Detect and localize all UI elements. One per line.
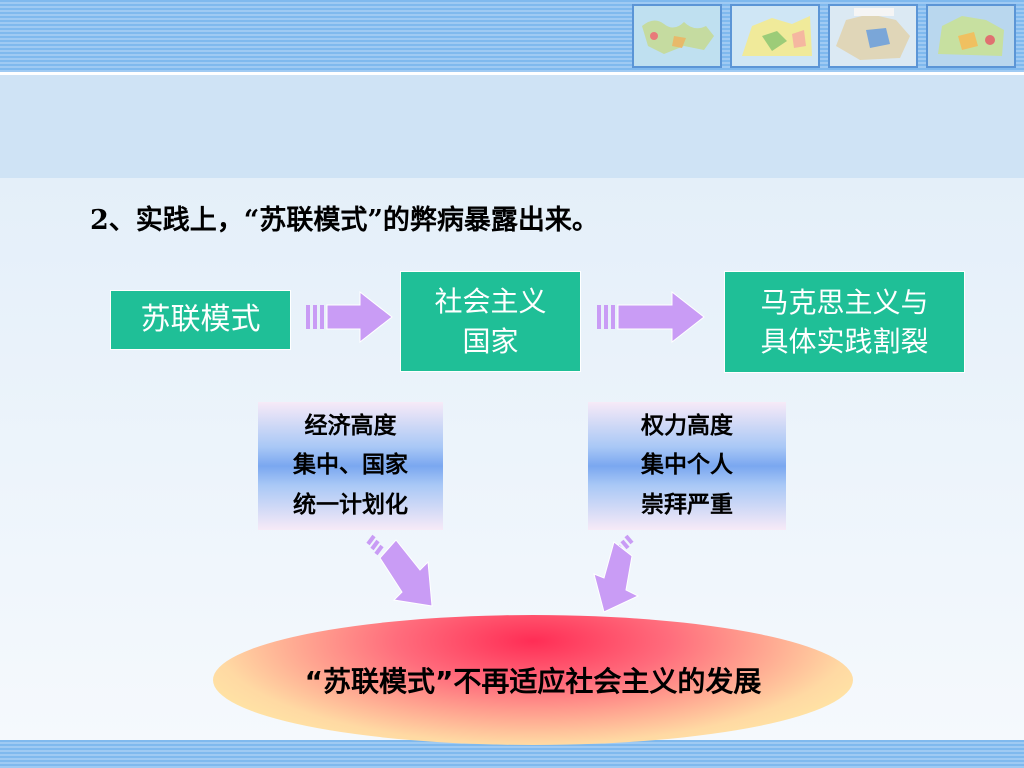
economic-line-3: 统一计划化: [293, 491, 408, 518]
map-thumbnail-europe: [730, 4, 820, 68]
map-thumbnail-region-icon: [928, 6, 1014, 66]
box-power-centralization: 权力高度 集中个人 崇拜严重: [588, 402, 786, 530]
down-left-arrow-icon: [593, 534, 640, 613]
power-line-3: 崇拜严重: [641, 491, 733, 518]
conclusion-text: “苏联模式”不再适应社会主义的发展: [304, 665, 762, 698]
right-arrow-icon-2: [597, 290, 705, 344]
box-marxism-split-line2: 具体实践割裂: [760, 325, 929, 358]
map-thumbnail-asia: [828, 4, 918, 68]
power-line-2: 集中个人: [641, 452, 733, 479]
title-band: [0, 75, 1024, 178]
box-socialist-countries: 社会主义 国家: [400, 271, 581, 372]
box-soviet-model-label: 苏联模式: [140, 302, 261, 337]
conclusion-ellipse: “苏联模式”不再适应社会主义的发展: [213, 615, 853, 745]
header-divider: [0, 72, 1024, 75]
box-socialist-countries-line1: 社会主义: [434, 285, 547, 319]
box-socialist-countries-line2: 国家: [462, 324, 519, 358]
map-thumbnail-world: [632, 4, 722, 68]
slide-heading: 2、实践上，“苏联模式”的弊病暴露出来。: [90, 205, 599, 236]
down-right-arrow-icon: [366, 534, 433, 607]
map-thumbnail-world-icon: [634, 6, 720, 66]
economic-line-2: 集中、国家: [293, 452, 408, 479]
box-marxism-split: 马克思主义与 具体实践割裂: [724, 271, 965, 373]
map-thumbnail-asia-icon: [830, 6, 916, 66]
box-soviet-model: 苏联模式: [110, 290, 291, 350]
box-marxism-split-line1: 马克思主义与: [760, 285, 929, 319]
map-thumbnail-europe-icon: [732, 6, 818, 66]
box-economic-centralization: 经济高度 集中、国家 统一计划化: [258, 402, 443, 530]
power-line-1: 权力高度: [641, 413, 733, 440]
economic-line-1: 经济高度: [304, 413, 397, 440]
right-arrow-icon-1: [306, 290, 393, 344]
map-thumbnail-region: [926, 4, 1016, 68]
